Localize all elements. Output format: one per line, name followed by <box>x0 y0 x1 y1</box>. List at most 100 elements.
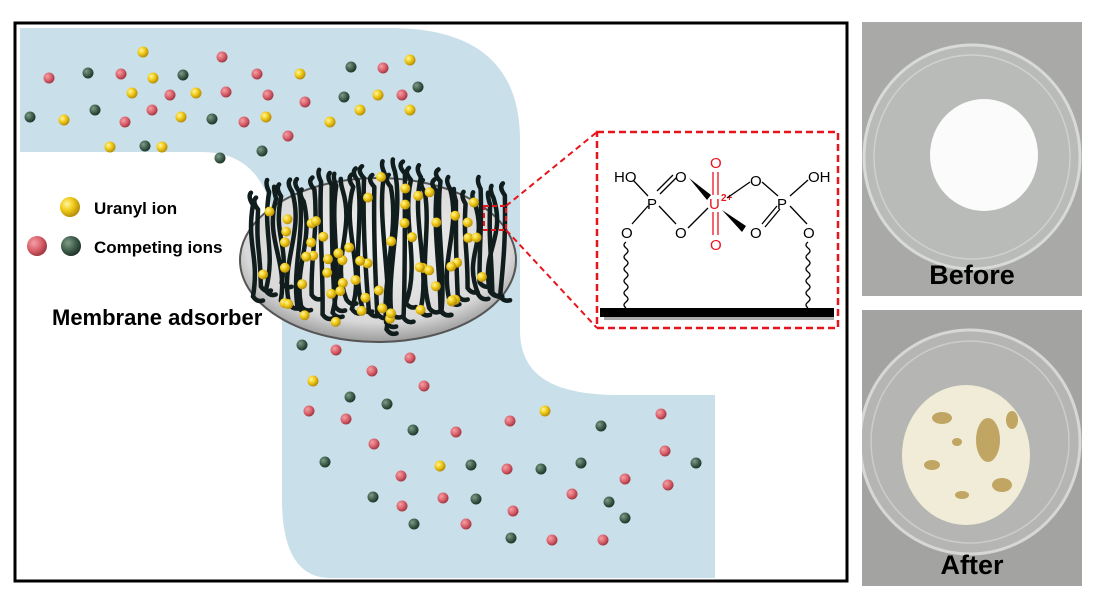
oxygen: O <box>675 225 687 242</box>
stained-membrane <box>902 385 1030 525</box>
uranyl-ion <box>324 116 336 128</box>
uranyl-ion <box>424 265 435 276</box>
uranyl-ion <box>282 214 293 225</box>
zoom-line-bottom <box>505 229 598 329</box>
competing-ion <box>470 493 482 505</box>
uranyl-ion <box>407 232 418 243</box>
competing-ion <box>43 72 55 84</box>
petri-dish-before <box>862 43 1082 271</box>
competing-ion <box>164 89 176 101</box>
polymer-fiber <box>263 177 278 298</box>
competing-ion <box>396 500 408 512</box>
uranyl-ion <box>318 231 329 242</box>
uranium-charge: 2+ <box>721 193 733 204</box>
uranyl-ion <box>260 111 272 123</box>
polymer-fiber <box>388 157 404 320</box>
competing-ion <box>338 91 350 103</box>
competing-ion <box>662 479 674 491</box>
uranyl-ion <box>264 206 275 217</box>
uranyl-ion <box>147 72 159 84</box>
left-hydroxyl: HO <box>614 169 637 186</box>
competing-ion <box>575 457 587 469</box>
uranyl-ion <box>335 286 346 297</box>
polymer-fiber <box>433 167 454 318</box>
uranyl-oxygen-bottom: O <box>710 237 722 254</box>
uranyl-ion <box>360 292 371 303</box>
uranyl-ion <box>468 197 479 208</box>
competing-ion <box>507 505 519 517</box>
uranyl-ion <box>350 275 361 286</box>
uranyl-ion <box>430 281 441 292</box>
substrate-shadow <box>604 317 834 320</box>
competing-ion <box>659 445 671 457</box>
competing-ion <box>139 140 151 152</box>
oxygen: O <box>750 225 762 242</box>
competing-ion <box>238 116 250 128</box>
competing-ion <box>437 492 449 504</box>
before-label: Before <box>929 260 1015 290</box>
oxygen: O <box>750 173 762 190</box>
right-hydroxyl: OH <box>808 169 831 186</box>
polymer-fiber <box>330 171 345 320</box>
uranyl-ion <box>424 187 435 198</box>
uranyl-ion <box>400 183 411 194</box>
competing-ion <box>418 380 430 392</box>
competing-ion <box>504 415 516 427</box>
competing-ion <box>24 111 36 123</box>
competing-ion <box>177 69 189 81</box>
after-label: After <box>940 550 1004 580</box>
competing-ion <box>535 463 547 475</box>
uranyl-ion <box>299 310 310 321</box>
competing-ion <box>450 426 462 438</box>
polymer-fiber <box>475 174 492 290</box>
competing-green-legend-icon <box>61 236 81 256</box>
competing-ion <box>282 130 294 142</box>
uranyl-ion <box>279 237 290 248</box>
uranyl-ion <box>373 285 384 296</box>
polymer-fiber <box>485 183 503 299</box>
competing-ion <box>262 89 274 101</box>
competing-ion <box>299 96 311 108</box>
uranyl-ion <box>301 251 312 262</box>
clean-membrane <box>930 99 1038 211</box>
competing-ion <box>367 491 379 503</box>
competing-ion <box>216 51 228 63</box>
after-photo: After <box>862 310 1082 586</box>
uranyl-oxygen-top: O <box>710 155 722 172</box>
competing-ion <box>566 488 578 500</box>
competing-ion <box>119 116 131 128</box>
competing-ion <box>655 408 667 420</box>
competing-ion <box>256 145 268 157</box>
polymer-fiber <box>383 172 399 330</box>
uranyl-ion <box>322 267 333 278</box>
oxygen: O <box>675 169 687 186</box>
uranyl-ion <box>463 232 474 243</box>
polymer-fiber <box>297 187 314 313</box>
uranyl-ion <box>333 248 344 259</box>
uranyl-ion <box>297 279 308 290</box>
polymer-fiber <box>367 172 390 321</box>
uranyl-ion <box>307 375 319 387</box>
uranyl-ion <box>190 87 202 99</box>
competing-ion <box>345 61 357 73</box>
uranyl-legend-icon <box>60 197 80 217</box>
uranyl-ion <box>330 316 341 327</box>
uranyl-ion <box>377 303 388 314</box>
competing-ion <box>460 518 472 530</box>
uranyl-ion <box>126 87 138 99</box>
uranyl-ion <box>337 278 348 289</box>
membrane-label: Membrane adsorber <box>52 305 263 330</box>
competing-ion <box>396 89 408 101</box>
uranyl-ion <box>376 172 387 183</box>
competing-ion <box>82 67 94 79</box>
uranyl-ion <box>279 262 290 273</box>
uranyl-ion <box>415 304 426 315</box>
uranyl-ion <box>310 216 321 227</box>
substrate-bar <box>600 308 834 317</box>
uranyl-ion <box>446 261 457 272</box>
uranyl-ion <box>344 242 355 253</box>
polymer-fiber <box>403 165 419 310</box>
polymer-fiber <box>316 167 335 322</box>
uranyl-ion <box>414 262 425 273</box>
